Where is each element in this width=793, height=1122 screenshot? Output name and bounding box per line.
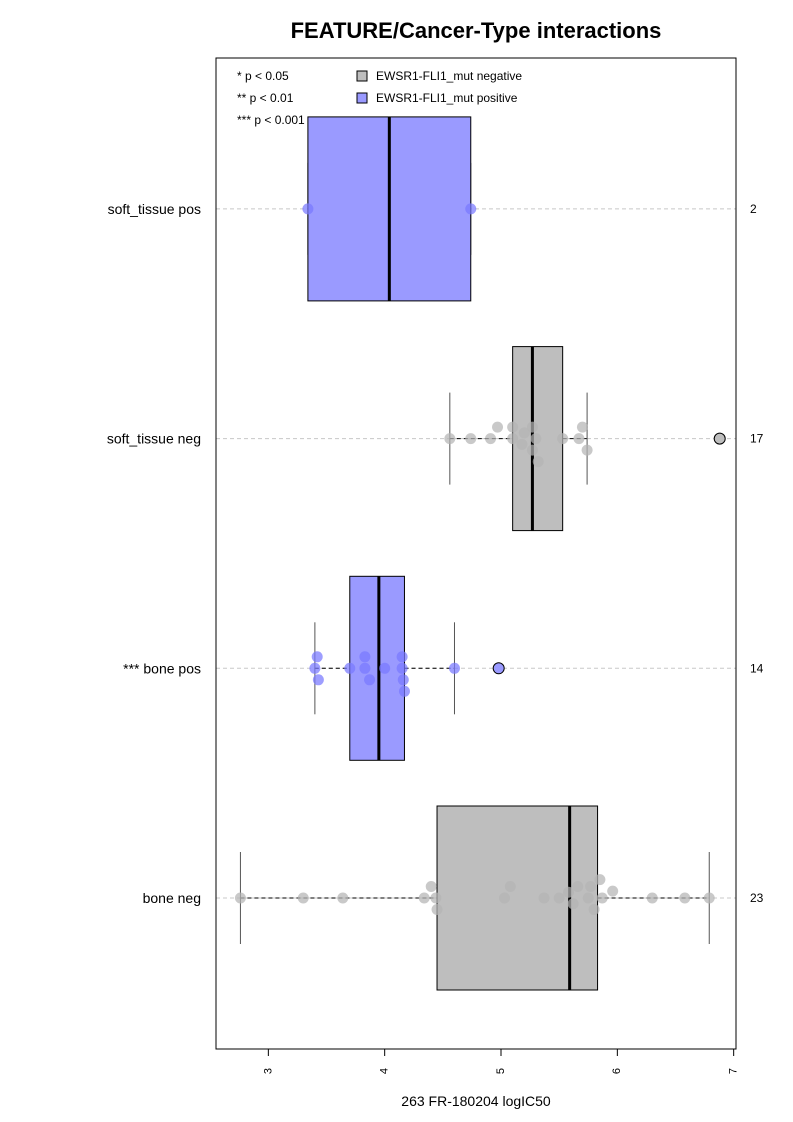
data-point <box>444 433 456 445</box>
data-point <box>431 904 443 915</box>
data-point <box>607 885 619 897</box>
data-point <box>507 421 519 433</box>
data-point <box>572 881 584 892</box>
data-point <box>297 892 309 904</box>
group-labels: bone neg *** bone pos soft_tissue neg soft_… <box>107 201 201 906</box>
x-axis-label: 263 FR-180204 logIC50 <box>401 1093 551 1109</box>
legend-swatch-negative <box>356 70 368 82</box>
data-point <box>359 662 371 674</box>
data-point <box>309 662 321 674</box>
legend-significance-3: *** p < 0.001 <box>237 113 305 127</box>
data-point <box>530 433 542 445</box>
data-point <box>526 444 538 456</box>
data-point <box>485 433 497 445</box>
chart-title: FEATURE/Cancer-Type interactions <box>291 18 662 43</box>
data-point <box>526 421 538 433</box>
data-point <box>585 881 597 892</box>
data-point <box>312 674 324 686</box>
data-point <box>646 892 658 904</box>
data-point <box>337 892 349 904</box>
legend-significance-2: ** p < 0.01 <box>237 91 294 105</box>
boxes <box>307 116 599 991</box>
data-point <box>532 456 544 468</box>
x-axis: 3 4 5 6 7 <box>262 1049 740 1074</box>
data-point <box>396 662 408 674</box>
data-point <box>562 886 574 898</box>
outliers <box>492 432 726 675</box>
x-tick-label: 6 <box>611 1068 623 1074</box>
data-point <box>581 444 593 456</box>
data-point <box>302 203 314 215</box>
data-point <box>576 421 588 433</box>
data-point <box>398 685 410 697</box>
data-point <box>359 651 371 663</box>
group-label: soft_tissue pos <box>108 201 201 217</box>
group-label: *** bone pos <box>123 660 201 676</box>
data-point <box>553 892 565 904</box>
legend-significance-1: * p < 0.05 <box>237 69 289 83</box>
legend-label-positive: EWSR1-FLI1_mut positive <box>376 91 518 105</box>
data-point <box>703 892 715 904</box>
data-point <box>397 674 409 686</box>
data-point <box>430 892 442 904</box>
data-point <box>538 892 550 904</box>
data-point <box>418 892 430 904</box>
gridlines <box>216 208 736 899</box>
group-label: bone neg <box>143 890 201 906</box>
data-point <box>567 898 579 910</box>
data-point <box>582 892 594 904</box>
data-point <box>344 662 356 674</box>
data-point <box>311 651 323 663</box>
sample-size-label: 14 <box>750 661 764 675</box>
legend: * p < 0.05 ** p < 0.01 *** p < 0.001 EWS… <box>237 69 522 127</box>
sample-size-labels: 23 14 17 2 <box>750 202 764 905</box>
data-point <box>448 662 460 674</box>
data-point <box>507 433 519 445</box>
sample-size-label: 2 <box>750 202 757 216</box>
data-point <box>425 881 437 892</box>
data-point <box>516 438 528 450</box>
x-tick-label: 3 <box>262 1068 274 1074</box>
sample-size-label: 23 <box>750 891 764 905</box>
data-point <box>679 892 691 904</box>
data-point <box>379 662 391 674</box>
data-point <box>518 427 530 439</box>
plot-frame <box>215 57 737 1050</box>
outlier-point <box>492 662 505 675</box>
data-point <box>465 433 477 445</box>
x-tick-label: 5 <box>495 1068 507 1074</box>
x-tick-label: 4 <box>379 1068 391 1074</box>
x-tick-label: 7 <box>728 1068 740 1074</box>
data-point <box>499 892 511 904</box>
legend-swatch-positive <box>356 92 368 104</box>
legend-label-negative: EWSR1-FLI1_mut negative <box>376 69 522 83</box>
data-point <box>364 674 376 686</box>
data-point <box>596 892 608 904</box>
data-point <box>234 892 246 904</box>
data-point <box>573 433 585 445</box>
data-point <box>396 651 408 663</box>
group-label: soft_tissue neg <box>107 431 201 447</box>
outlier-point <box>713 432 726 445</box>
data-points <box>234 203 726 915</box>
data-point <box>588 904 600 915</box>
data-point <box>594 874 606 886</box>
data-point <box>465 203 477 215</box>
sample-size-label: 17 <box>750 432 764 446</box>
box <box>349 575 405 761</box>
data-point <box>557 433 569 445</box>
data-point <box>504 881 516 892</box>
data-point <box>492 421 504 433</box>
box <box>436 805 599 991</box>
